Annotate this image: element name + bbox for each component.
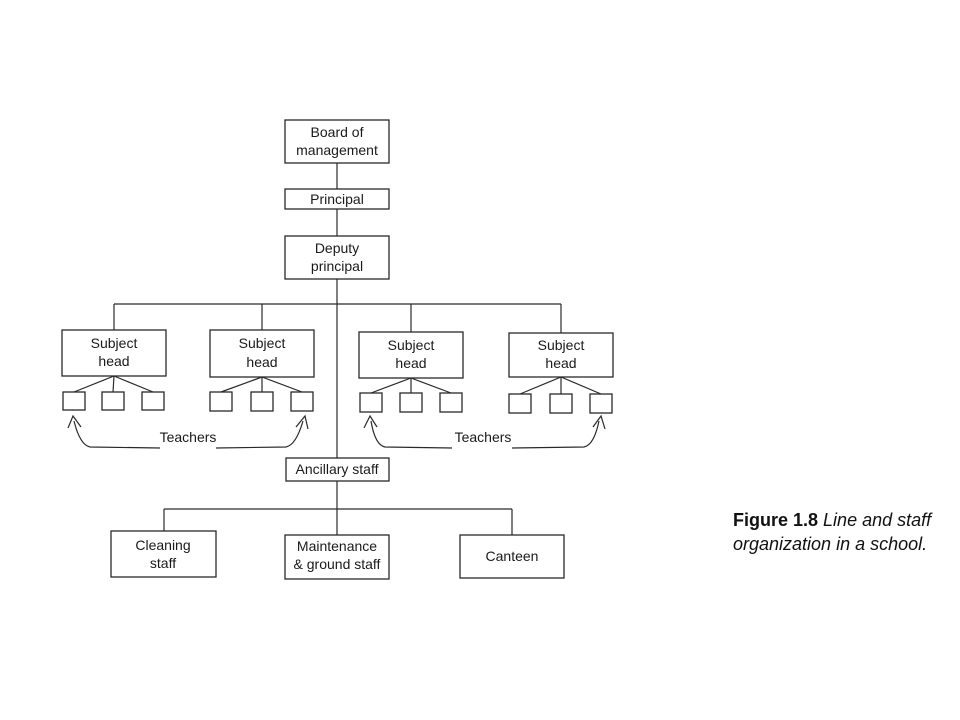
teachers-arrow-left-b xyxy=(215,420,304,449)
deputy-label-line2: principal xyxy=(311,258,363,274)
teachers-arrow-left-head xyxy=(67,414,82,429)
deputy-box xyxy=(284,235,390,280)
cleaning-label-line2: staff xyxy=(150,555,176,571)
ancillary-label: Ancillary staff xyxy=(296,461,379,477)
teachers-arrow-right xyxy=(370,420,453,449)
caption-prefix: Figure 1.8 xyxy=(733,510,819,530)
subject-head-label-line2: head xyxy=(395,355,426,371)
principal-box xyxy=(284,188,390,210)
subject-head-label-line1: Subject xyxy=(91,335,138,351)
canteen-box xyxy=(459,534,565,579)
teacher-box xyxy=(359,392,383,413)
teachers-arrow-left xyxy=(73,420,161,449)
teacher-box xyxy=(62,391,86,411)
connector xyxy=(112,375,115,393)
subject-head-box-1 xyxy=(61,329,167,377)
subject-head-label-line1: Subject xyxy=(239,335,286,351)
teachers-arrow-right-b-head xyxy=(592,414,606,430)
connector xyxy=(220,376,263,393)
caption-text: Line and staff organization in a school. xyxy=(733,510,932,554)
maintenance-label-line2: & ground staff xyxy=(294,556,381,572)
connector xyxy=(261,376,303,393)
connector xyxy=(410,377,452,394)
subject-head-label-line1: Subject xyxy=(538,337,585,353)
board-box xyxy=(284,119,390,164)
ancillary-box xyxy=(285,457,390,482)
connector xyxy=(113,375,154,393)
teachers-label-right: Teachers xyxy=(455,429,512,445)
teacher-box xyxy=(209,391,233,412)
maintenance-box xyxy=(284,534,390,580)
connector xyxy=(73,375,115,393)
subject-head-box-4 xyxy=(508,332,614,378)
subject-head-label-line2: head xyxy=(246,354,277,370)
teachers-arrow-right-b xyxy=(511,420,600,449)
subject-head-label-line2: head xyxy=(98,353,129,369)
board-label-line1: Board of xyxy=(311,124,364,140)
connector xyxy=(560,376,602,395)
principal-label: Principal xyxy=(310,191,364,207)
subject-head-box-2 xyxy=(209,329,315,378)
figure-caption: Figure 1.8 Line and staff organization i… xyxy=(733,508,948,556)
cleaning-label-line1: Cleaning xyxy=(135,537,190,553)
canteen-label: Canteen xyxy=(486,548,539,564)
teacher-box xyxy=(141,391,165,411)
connector xyxy=(519,376,562,395)
teacher-box xyxy=(250,391,274,412)
teacher-box xyxy=(101,391,125,411)
teachers-arrow-left-b-head xyxy=(295,414,309,430)
teacher-box xyxy=(549,393,573,414)
subject-head-box-3 xyxy=(358,331,464,379)
teacher-box xyxy=(589,393,613,414)
cleaning-box xyxy=(110,530,217,578)
maintenance-label-line1: Maintenance xyxy=(297,538,377,554)
subject-head-label-line1: Subject xyxy=(388,337,435,353)
board-label-line2: management xyxy=(296,142,378,158)
teacher-box xyxy=(399,392,423,413)
connector xyxy=(370,377,412,394)
teachers-arrow-right-head xyxy=(363,414,378,429)
teacher-box xyxy=(439,392,463,413)
subject-head-label-line2: head xyxy=(545,355,576,371)
teachers-label-left: Teachers xyxy=(160,429,217,445)
teacher-box xyxy=(290,391,314,412)
teacher-box xyxy=(508,393,532,414)
deputy-label-line1: Deputy xyxy=(315,240,359,256)
